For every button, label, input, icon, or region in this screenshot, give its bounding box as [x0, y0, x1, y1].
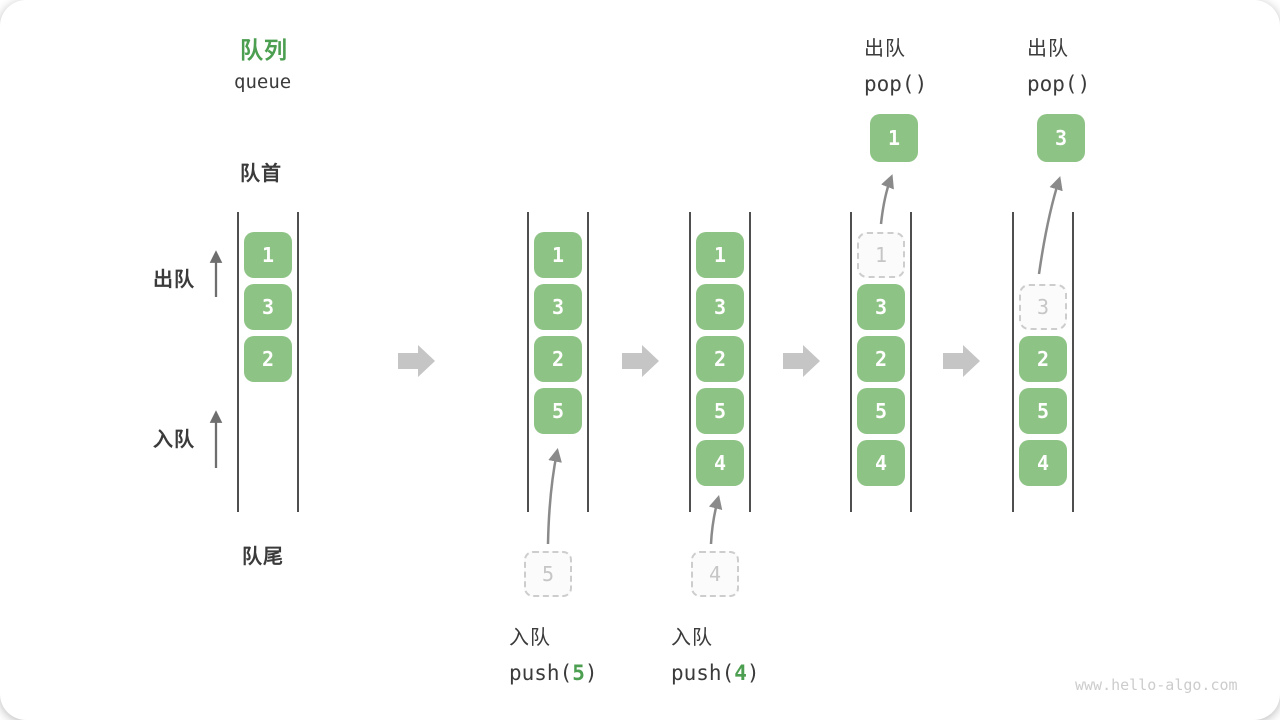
staging-box-4: 4	[691, 551, 739, 597]
page-title: 队列	[240, 37, 288, 63]
pop-3-operation-label: 出队 pop()	[1027, 32, 1090, 96]
queue-item: 2	[696, 336, 744, 382]
queue-wall-left	[1012, 212, 1014, 512]
queue-item: 2	[857, 336, 905, 382]
transition-arrow-3	[783, 345, 820, 377]
transition-arrow-4	[943, 345, 980, 377]
push-operation-code: push(5)	[509, 661, 598, 685]
dequeue-label: 出队	[153, 269, 195, 291]
staging-box-5: 5	[524, 551, 572, 597]
code-text: )	[584, 661, 598, 685]
queue-item: 1	[244, 232, 292, 278]
pop-operation-code: pop()	[864, 72, 928, 96]
queue-item: 5	[696, 388, 744, 434]
queue-item: 4	[857, 440, 905, 486]
page-subtitle: queue	[234, 71, 292, 93]
queue-wall-right	[1072, 212, 1074, 512]
queue-state-3: 1 3 2 5 4	[689, 212, 751, 512]
queue-wall-right	[749, 212, 751, 512]
code-text: push(	[671, 661, 735, 685]
queue-item: 1	[696, 232, 744, 278]
queue-item-removed: 1	[857, 232, 905, 278]
queue-item-removed: 3	[1019, 284, 1067, 330]
queue-item: 5	[1019, 388, 1067, 434]
queue-item: 4	[696, 440, 744, 486]
queue-item: 3	[534, 284, 582, 330]
queue-front-label: 队首	[240, 163, 282, 185]
code-arg: 5	[572, 661, 585, 685]
queue-item: 2	[534, 336, 582, 382]
queue-item: 5	[534, 388, 582, 434]
pop-operation-zh: 出队	[864, 38, 906, 60]
queue-wall-right	[910, 212, 912, 512]
queue-state-4: 1 3 2 5 4	[850, 212, 912, 512]
queue-rear-label: 队尾	[242, 546, 284, 568]
code-text: )	[746, 661, 760, 685]
code-arg: 4	[734, 661, 747, 685]
push-4-operation-label: 入队 push(4)	[671, 621, 760, 685]
queue-wall-left	[527, 212, 529, 512]
queue-item: 3	[696, 284, 744, 330]
transition-arrow-1	[398, 345, 435, 377]
transition-arrow-2	[622, 345, 659, 377]
queue-wall-right	[587, 212, 589, 512]
queue-state-1: 1 3 2	[237, 212, 299, 512]
queue-wall-left	[237, 212, 239, 512]
queue-state-5: 3 2 5 4	[1012, 212, 1074, 512]
popped-box-1: 1	[870, 114, 918, 162]
queue-item: 2	[244, 336, 292, 382]
push-operation-zh: 入队	[671, 627, 713, 649]
watermark: www.hello-algo.com	[1075, 676, 1238, 694]
queue-item: 4	[1019, 440, 1067, 486]
queue-wall-left	[689, 212, 691, 512]
popped-box-3: 3	[1037, 114, 1085, 162]
push-operation-code: push(4)	[671, 661, 760, 685]
queue-item: 1	[534, 232, 582, 278]
pop-operation-zh: 出队	[1027, 38, 1069, 60]
pop-1-operation-label: 出队 pop()	[864, 32, 927, 96]
queue-state-2: 1 3 2 5	[527, 212, 589, 512]
code-text: push(	[509, 661, 573, 685]
queue-item: 3	[857, 284, 905, 330]
queue-item: 3	[244, 284, 292, 330]
queue-wall-left	[850, 212, 852, 512]
queue-wall-right	[297, 212, 299, 512]
queue-item: 2	[1019, 336, 1067, 382]
pop-operation-code: pop()	[1027, 72, 1091, 96]
enqueue-label: 入队	[153, 429, 195, 451]
push-operation-zh: 入队	[509, 627, 551, 649]
queue-item: 5	[857, 388, 905, 434]
push-5-operation-label: 入队 push(5)	[509, 621, 598, 685]
